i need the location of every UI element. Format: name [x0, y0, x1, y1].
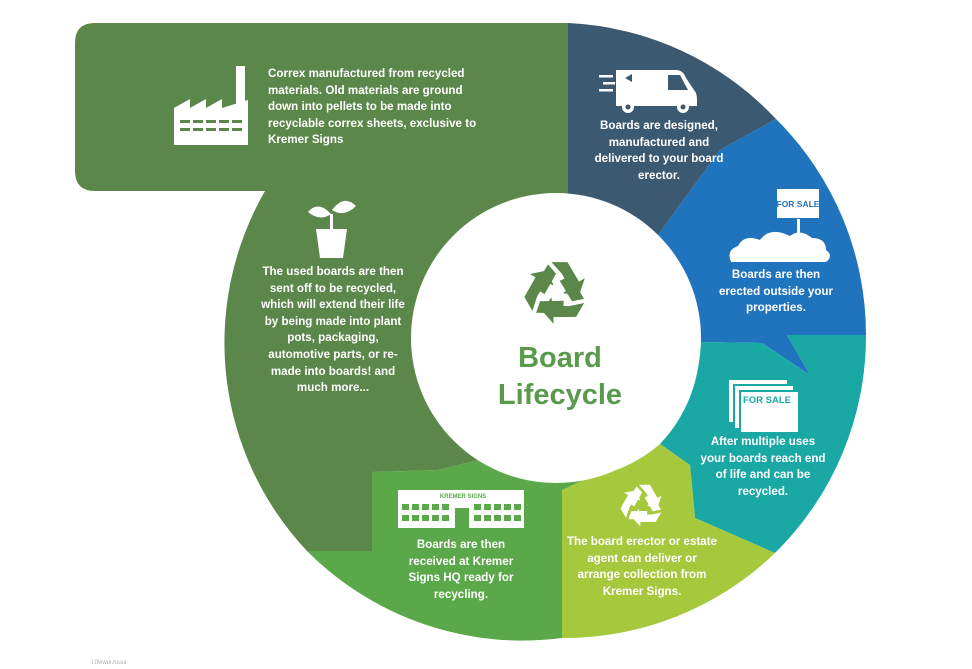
center-circle [411, 193, 701, 483]
stage-text-hq: Boards are then received at Kremer Signs… [408, 538, 514, 601]
sign-label: FOR SALE [743, 395, 791, 406]
stage-text-collection: The board erector or estate agent can de… [566, 535, 718, 598]
building-icon: KREMER SIGNS [398, 490, 524, 528]
factory-icon [174, 66, 248, 145]
title-line-2: Lifecycle [497, 379, 623, 411]
for-sale-sign-icon: FOR SALE [729, 189, 830, 262]
for-sale-boards-stack-icon: FOR SALE [729, 380, 798, 432]
diagram-title: Board Lifecycle [460, 340, 660, 414]
stage-text-reuse: The used boards are then sent off to be … [261, 265, 405, 395]
recycle-icon [620, 484, 662, 527]
stage-text-manufacture: Correx manufactured from recycled materi… [268, 67, 477, 147]
building-label: KREMER SIGNS [440, 494, 486, 500]
van-icon [599, 70, 697, 113]
stage-text-end-of-life: After multiple uses your boards reach en… [700, 435, 826, 498]
footnote: i.flwwui.ruuui [92, 660, 127, 666]
stage-text-erect: Boards are then erected outside your pro… [718, 268, 834, 315]
sign-label: FOR SALE [777, 199, 820, 209]
stage-text-delivery: Boards are designed, manufactured and de… [594, 119, 724, 182]
segment-end-of-life [660, 335, 867, 553]
segment-collection [562, 444, 775, 639]
title-line-1: Board [518, 342, 602, 374]
plant-pot-icon [308, 200, 356, 258]
center-recycle-icon [524, 262, 585, 324]
